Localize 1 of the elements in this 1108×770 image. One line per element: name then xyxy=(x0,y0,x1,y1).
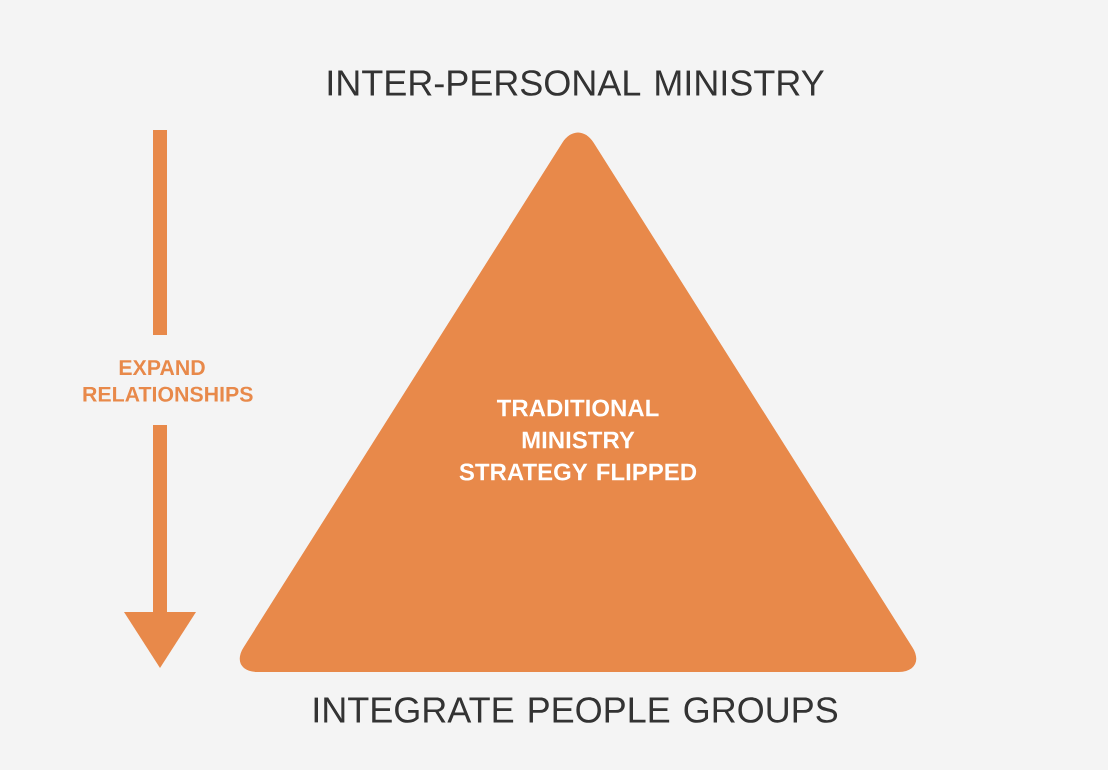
heading: INTER-PERSONAL MINISTRY xyxy=(328,70,824,96)
